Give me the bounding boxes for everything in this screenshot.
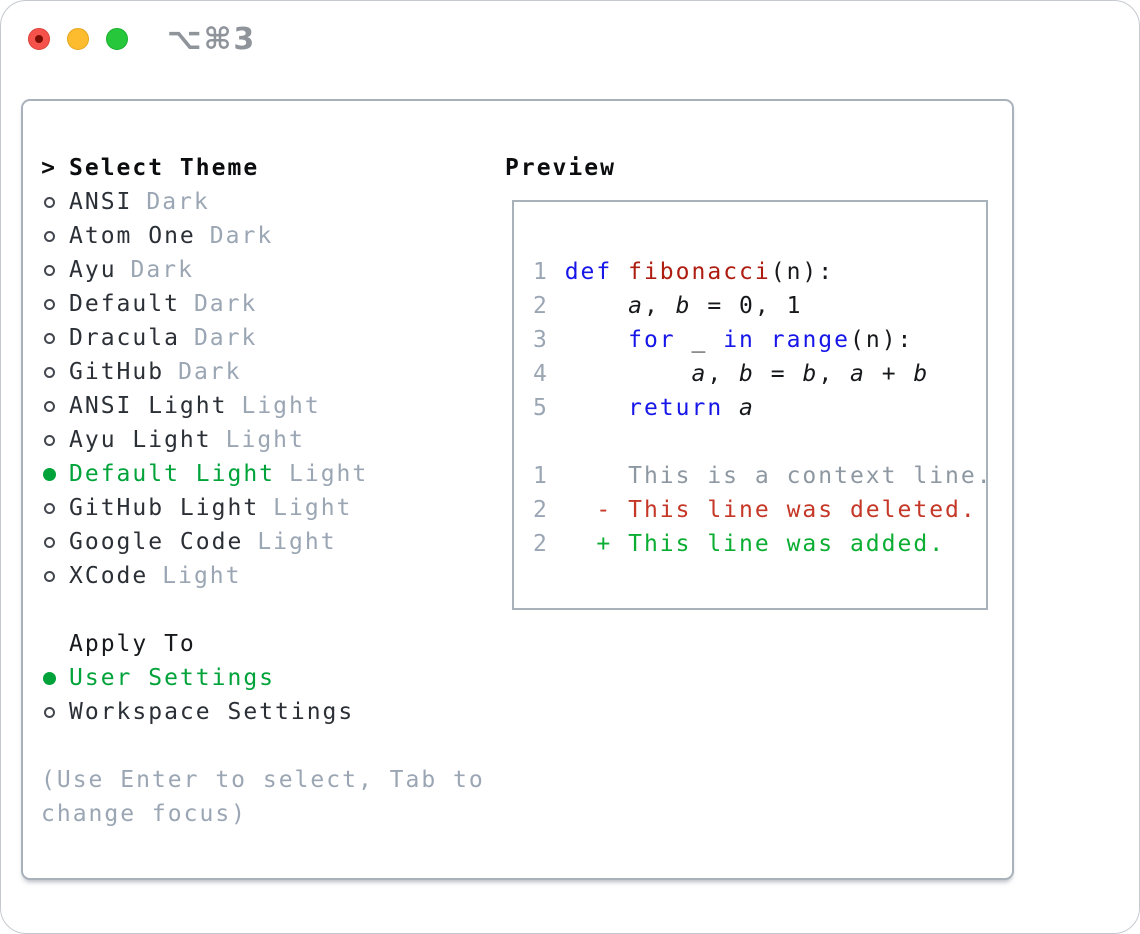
line-number: 2 xyxy=(533,531,549,557)
theme-variant-badge: Dark xyxy=(193,291,258,317)
theme-option[interactable]: XCode Light xyxy=(41,559,501,593)
divider xyxy=(41,729,501,763)
theme-variant-badge: Dark xyxy=(178,359,242,385)
apply-to-option[interactable]: Workspace Settings xyxy=(41,695,501,729)
line-number: 5 xyxy=(533,395,565,421)
zoom-button[interactable] xyxy=(106,28,128,50)
minimize-button[interactable] xyxy=(67,28,89,50)
code-line: 2 a, b = 0, 1 xyxy=(533,293,803,319)
theme-option-label: ANSI xyxy=(69,189,133,215)
radio-icon xyxy=(43,400,55,412)
radio-icon xyxy=(43,706,55,718)
theme-option[interactable]: Default Dark xyxy=(41,287,501,321)
radio-selected-icon xyxy=(42,467,56,481)
preview-title: Preview xyxy=(505,155,616,181)
theme-option[interactable]: ANSI Dark xyxy=(41,185,501,219)
theme-option[interactable]: ANSI Light Light xyxy=(41,389,501,423)
radio-icon xyxy=(43,536,55,548)
theme-variant-badge: Dark xyxy=(146,189,210,215)
theme-option-label: Atom One xyxy=(69,223,196,249)
code-line: 1 def fibonacci(n): xyxy=(533,259,835,285)
theme-variant-badge: Light xyxy=(257,529,337,555)
apply-to-option[interactable]: User Settings xyxy=(41,661,501,695)
select-theme-title: Select Theme xyxy=(69,155,260,181)
diff-text: - This line was deleted. xyxy=(548,497,977,523)
apply-to-title: Apply To xyxy=(69,631,196,657)
theme-option-label: Google Code xyxy=(69,529,244,555)
theme-option-label: Default xyxy=(69,291,180,317)
diff-line-deleted: 2 - This line was deleted. xyxy=(533,493,986,527)
theme-variant-badge: Light xyxy=(162,563,242,589)
theme-option[interactable]: Default Light Light xyxy=(41,457,501,491)
window-title-shortcut: ⌥⌘3 xyxy=(167,22,257,57)
theme-option-label: ANSI Light xyxy=(69,393,228,419)
code-line: 5 return a xyxy=(533,395,755,421)
radio-icon xyxy=(43,230,55,242)
theme-variant-badge: Dark xyxy=(209,223,274,249)
close-button[interactable] xyxy=(28,28,50,50)
theme-option[interactable]: Google Code Light xyxy=(41,525,501,559)
empty-marker xyxy=(41,627,57,661)
line-number: 1 xyxy=(533,259,565,285)
radio-selected-icon xyxy=(42,671,56,685)
line-number: 4 xyxy=(533,361,565,387)
radio-icon xyxy=(43,196,55,208)
apply-to-option-label: User Settings xyxy=(69,665,276,691)
line-number: 1 xyxy=(533,463,549,489)
theme-option-label: Ayu xyxy=(69,257,117,283)
theme-variant-badge: Light xyxy=(241,393,321,419)
line-number: 2 xyxy=(533,497,549,523)
help-text: (Use Enter to select, Tab to change focu… xyxy=(41,767,485,827)
theme-variant-badge: Dark xyxy=(130,257,194,283)
code-line: 3 for _ in range(n): xyxy=(533,327,914,353)
radio-icon xyxy=(43,332,55,344)
apply-to-option-label: Workspace Settings xyxy=(69,699,355,725)
theme-variant-badge: Light xyxy=(225,427,305,453)
radio-icon xyxy=(43,366,55,378)
blank-line xyxy=(533,425,986,459)
preview-box: 1 def fibonacci(n): 2 a, b = 0, 1 3 for _ … xyxy=(512,200,988,610)
prompt-icon: > xyxy=(41,155,57,181)
close-dot-icon xyxy=(35,35,43,43)
diff-line-context: 1 This is a context line. xyxy=(533,459,986,493)
select-theme-header: > Select Theme xyxy=(41,151,501,185)
theme-option-label: XCode xyxy=(69,563,149,589)
radio-icon xyxy=(43,502,55,514)
diff-text: + This line was added. xyxy=(548,531,946,557)
theme-option[interactable]: GitHub Dark xyxy=(41,355,501,389)
code-preview: 1 def fibonacci(n): 2 a, b = 0, 1 3 for _ … xyxy=(533,255,986,561)
divider xyxy=(41,593,501,627)
theme-variant-badge: Dark xyxy=(193,325,258,351)
theme-option[interactable]: Ayu Dark xyxy=(41,253,501,287)
radio-icon xyxy=(43,434,55,446)
theme-variant-badge: Light xyxy=(273,495,353,521)
theme-option-label: GitHub Light xyxy=(69,495,260,521)
theme-variant-badge: Light xyxy=(289,461,369,487)
theme-option-label: Dracula xyxy=(69,325,180,351)
theme-option[interactable]: GitHub Light Light xyxy=(41,491,501,525)
radio-icon xyxy=(43,264,55,276)
theme-option[interactable]: Dracula Dark xyxy=(41,321,501,355)
theme-option[interactable]: Atom One Dark xyxy=(41,219,501,253)
apply-to-header: Apply To xyxy=(41,627,501,661)
diff-line-added: 2 + This line was added. xyxy=(533,527,986,561)
radio-icon xyxy=(43,570,55,582)
line-number: 2 xyxy=(533,293,565,319)
theme-option-label: GitHub xyxy=(69,359,165,385)
theme-option[interactable]: Ayu Light Light xyxy=(41,423,501,457)
diff-text: This is a context line. xyxy=(548,463,988,489)
theme-option-label: Default Light xyxy=(69,461,276,487)
code-line: 4 a, b = b, a + b xyxy=(533,361,930,387)
theme-option-label: Ayu Light xyxy=(69,427,212,453)
line-number: 3 xyxy=(533,327,565,353)
radio-icon xyxy=(43,298,55,310)
